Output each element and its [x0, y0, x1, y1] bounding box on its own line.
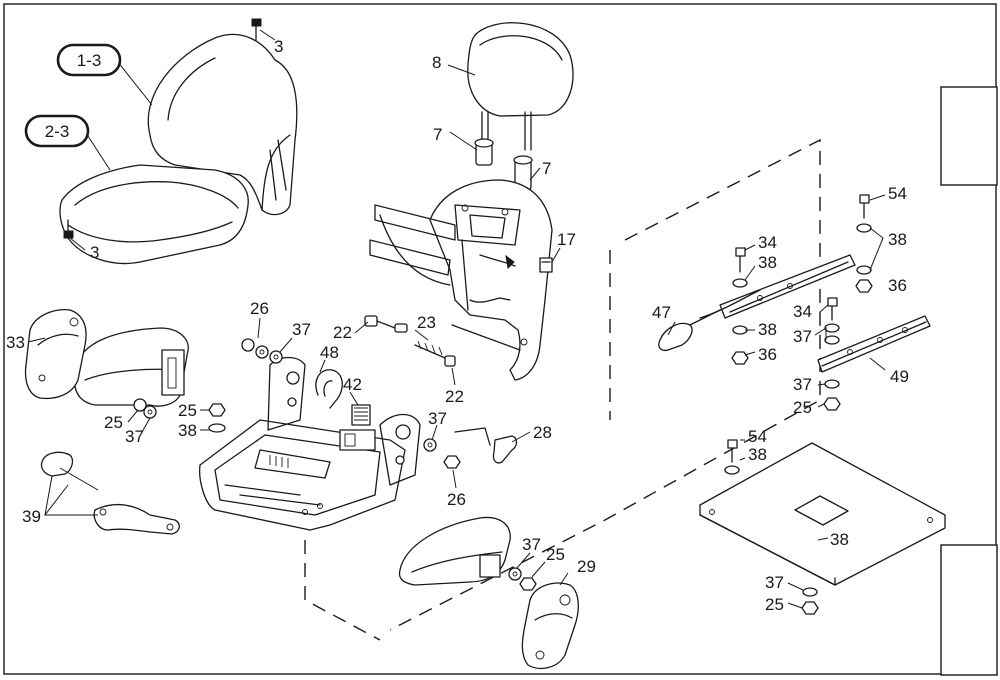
callout-37: 37 — [793, 327, 812, 346]
callout-25: 25 — [104, 413, 123, 432]
callout-7: 7 — [542, 159, 551, 178]
callout-38: 38 — [178, 421, 197, 440]
callout-25: 25 — [546, 545, 565, 564]
callout-28: 28 — [533, 423, 552, 442]
screw-3 — [63, 18, 262, 239]
callout-36: 36 — [758, 345, 777, 364]
callout-29: 29 — [577, 557, 596, 576]
callout-34: 34 — [793, 302, 812, 321]
callout-54: 54 — [748, 427, 767, 446]
callout-47: 47 — [652, 303, 671, 322]
backrest-frame — [369, 179, 553, 381]
lever-47 — [658, 309, 721, 352]
seat-back-cushion — [147, 33, 298, 216]
mounting-plate — [699, 442, 946, 586]
guide-sleeves — [474, 138, 533, 191]
callout-37: 37 — [793, 375, 812, 394]
side-tab-top — [940, 86, 998, 186]
callout-37: 37 — [428, 409, 447, 428]
callout-33: 33 — [6, 333, 25, 352]
clip-17 — [539, 257, 553, 273]
springs-22-23 — [364, 315, 456, 367]
ring-48 — [315, 369, 343, 409]
callout-25: 25 — [765, 595, 784, 614]
fasteners-right — [724, 194, 873, 615]
callout-3: 3 — [90, 243, 99, 262]
callout-22: 22 — [333, 323, 352, 342]
callout-25: 25 — [793, 398, 812, 417]
svg-text:2-3: 2-3 — [45, 122, 70, 141]
callout-26: 26 — [250, 299, 269, 318]
headrest — [467, 22, 574, 151]
svg-text:1-3: 1-3 — [77, 51, 102, 70]
side-cover-33 — [24, 309, 87, 400]
seat-rail-upper — [699, 254, 856, 319]
callout-3: 3 — [274, 37, 283, 56]
callout-34: 34 — [758, 233, 777, 252]
oval-label-2-3: 2-3 — [24, 114, 90, 148]
side-cover-29 — [521, 582, 579, 669]
dashed-guides — [304, 138, 821, 641]
callout-25: 25 — [178, 401, 197, 420]
left-armrest — [73, 327, 189, 407]
callout-7: 7 — [433, 125, 442, 144]
callout-37: 37 — [522, 535, 541, 554]
callout-26: 26 — [447, 490, 466, 509]
fasteners-left — [133, 338, 537, 591]
oval-label-1-3: 1-3 — [56, 43, 122, 77]
right-armrest — [398, 516, 511, 586]
callout-36: 36 — [888, 276, 907, 295]
callout-38: 38 — [748, 445, 767, 464]
side-tab-bottom — [940, 544, 998, 676]
seat-rail-lower-49 — [817, 315, 931, 373]
diagram-frame — [3, 3, 997, 675]
lever-39 — [40, 451, 180, 535]
callout-8: 8 — [432, 53, 441, 72]
seat-base-frame — [199, 356, 421, 531]
callout-17: 17 — [557, 230, 576, 249]
adjuster-42 — [339, 404, 376, 451]
callout-39: 39 — [22, 507, 41, 526]
part-callouts: 3 3 8 7 7 17 33 26 37 22 23 48 42 22 25 … — [6, 37, 909, 614]
lever-28 — [454, 427, 518, 464]
seat-cushion — [59, 164, 249, 265]
callout-38: 38 — [888, 230, 907, 249]
callout-54: 54 — [888, 184, 907, 203]
callout-38: 38 — [758, 320, 777, 339]
callout-38: 38 — [830, 530, 849, 549]
callout-37: 37 — [292, 320, 311, 339]
callout-49: 49 — [890, 367, 909, 386]
callout-38: 38 — [758, 253, 777, 272]
callout-23: 23 — [417, 313, 436, 332]
callout-37: 37 — [765, 573, 784, 592]
callout-37: 37 — [125, 427, 144, 446]
callout-42: 42 — [343, 375, 362, 394]
callout-48: 48 — [320, 343, 339, 362]
callout-22: 22 — [445, 387, 464, 406]
leader-lines — [27, 29, 886, 609]
